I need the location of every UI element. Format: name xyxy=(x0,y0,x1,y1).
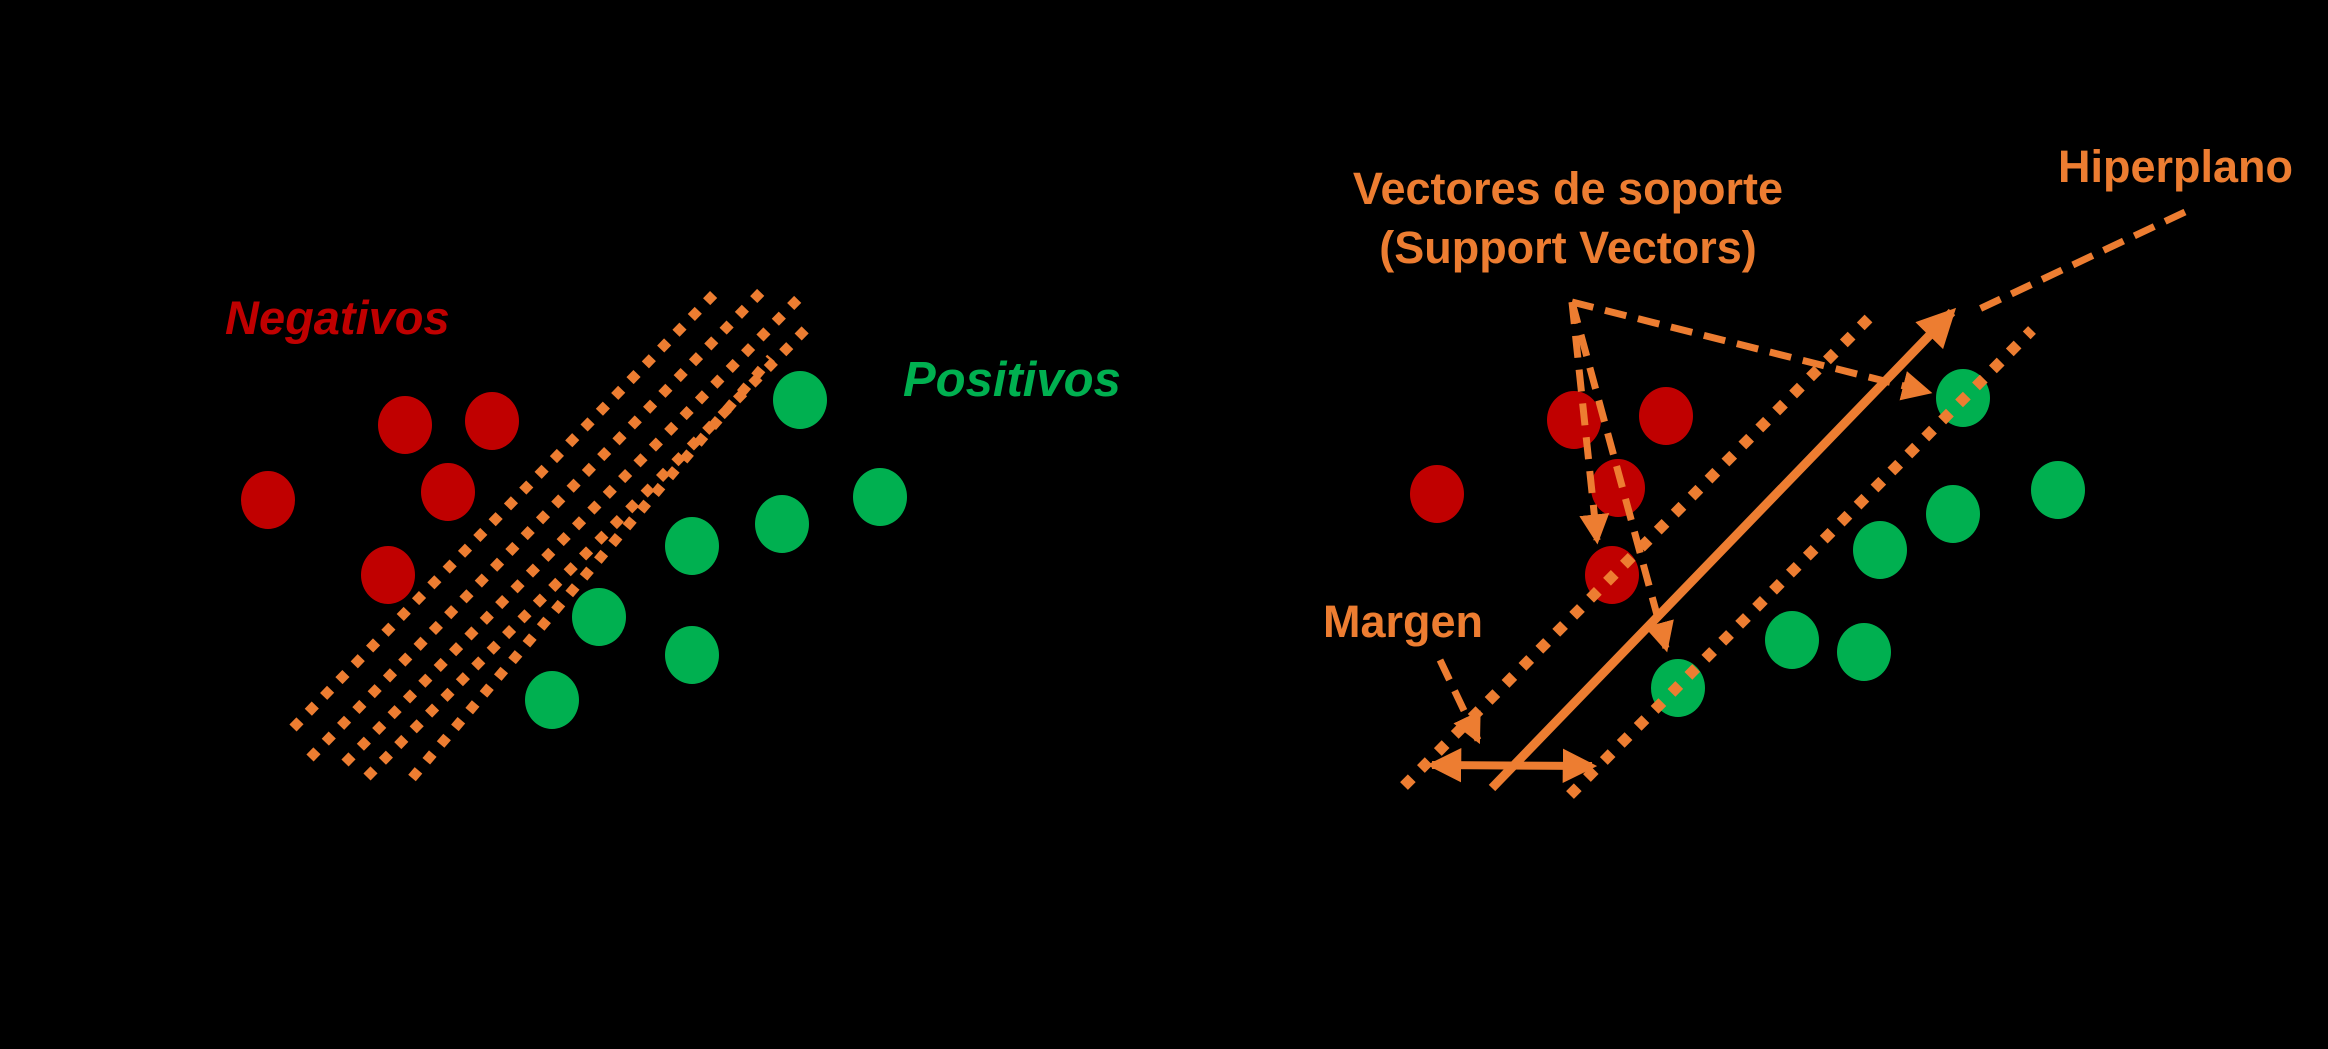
right-negative-cluster xyxy=(1410,387,1693,604)
hyperplane-line xyxy=(1488,307,1957,792)
negatives-label: Negativos xyxy=(225,291,450,344)
positive-data-point xyxy=(1765,611,1819,669)
negative-data-point xyxy=(1410,465,1464,523)
left-positive-cluster xyxy=(525,371,907,729)
negative-data-point xyxy=(1639,387,1693,445)
positive-data-point xyxy=(665,517,719,575)
candidate-separator-line xyxy=(289,286,722,732)
support-vector-arrow-green-upper xyxy=(1571,298,1933,401)
positive-data-point xyxy=(1853,521,1907,579)
candidate-separator-line xyxy=(363,324,811,781)
negative-data-point xyxy=(1547,391,1601,449)
hyperplane-and-margin-lines xyxy=(1400,208,2187,799)
positive-data-point xyxy=(755,495,809,553)
positive-data-point xyxy=(525,671,579,729)
positive-data-point xyxy=(773,371,827,429)
hyperplane-leader-line xyxy=(1971,208,2187,316)
candidate-hyperplanes-fan xyxy=(289,286,811,782)
positive-data-point xyxy=(1837,623,1891,681)
positives-label: Positivos xyxy=(903,353,1121,407)
margin-label: Margen xyxy=(1323,596,1484,647)
support-vectors-label-english: (Support Vectors) xyxy=(1379,221,1757,273)
margin-leader-line xyxy=(1436,658,1482,745)
margin-width-arrow xyxy=(1426,747,1598,784)
negative-data-point xyxy=(421,463,475,521)
positive-data-point xyxy=(1926,485,1980,543)
negative-data-point xyxy=(465,392,519,450)
positive-data-point xyxy=(665,626,719,684)
right-positive-cluster xyxy=(1651,369,2085,717)
margin-line-negative xyxy=(1400,306,1881,790)
candidate-separator-line xyxy=(408,354,775,782)
support-vector-arrow-red xyxy=(1568,301,1610,545)
support-vectors-label: Vectores de soporte (Support Vectors) xyxy=(1292,160,1844,277)
negative-data-point xyxy=(378,396,432,454)
negative-data-point xyxy=(241,471,295,529)
positive-data-point xyxy=(572,588,626,646)
support-vector-arrow-green-lower xyxy=(1568,301,1674,653)
positive-data-point xyxy=(2031,461,2085,519)
negative-data-point xyxy=(361,546,415,604)
hyperplane-label: Hiperplano xyxy=(2058,141,2294,192)
negative-data-point xyxy=(1591,459,1645,517)
support-vectors-label-spanish: Vectores de soporte xyxy=(1352,163,1784,214)
margin-line-positive xyxy=(1566,326,2036,799)
left-negative-cluster xyxy=(241,392,519,604)
positive-data-point xyxy=(853,468,907,526)
